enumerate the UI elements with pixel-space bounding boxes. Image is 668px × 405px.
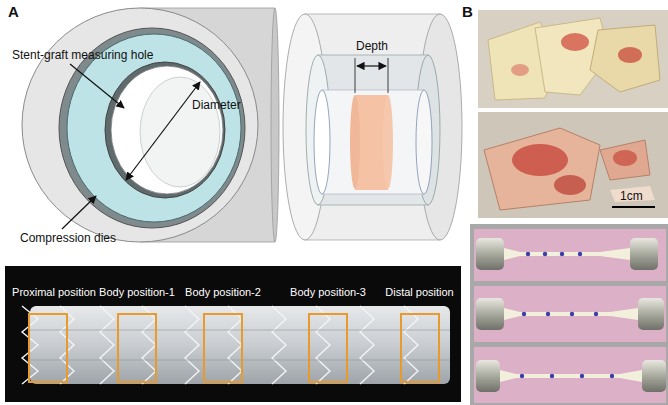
stent-graft-photo bbox=[5, 266, 461, 402]
part-label: Compression dies bbox=[20, 231, 116, 246]
scale-label: 1cm bbox=[620, 189, 643, 204]
position-frame bbox=[28, 313, 68, 383]
position-frame bbox=[308, 313, 348, 383]
compression-die-side bbox=[283, 14, 462, 240]
position-frame bbox=[117, 313, 157, 383]
position-label: Body position-3 bbox=[288, 286, 368, 299]
position-frame bbox=[203, 313, 243, 383]
position-label: Body position-2 bbox=[183, 286, 263, 299]
position-box: Proximal position bbox=[10, 286, 98, 383]
dimension-label: Depth bbox=[356, 39, 388, 54]
tissue-photos bbox=[478, 10, 668, 218]
compression-die-front bbox=[22, 8, 279, 242]
position-box: Body position-2 bbox=[183, 286, 263, 383]
position-box: Body position-1 bbox=[97, 286, 177, 383]
dimension-label: Diameter bbox=[192, 98, 241, 113]
position-box: Distal position bbox=[383, 286, 456, 383]
position-label: Proximal position bbox=[10, 286, 98, 299]
specimen-photos bbox=[470, 224, 668, 405]
panel-letter: B bbox=[462, 3, 473, 21]
position-box: Body position-3 bbox=[288, 286, 368, 383]
position-frame bbox=[400, 313, 440, 383]
panel-letter: A bbox=[8, 3, 19, 21]
part-label: Stent-graft measuring hole bbox=[12, 48, 153, 63]
position-label: Distal position bbox=[383, 286, 456, 299]
position-label: Body position-1 bbox=[97, 286, 177, 299]
